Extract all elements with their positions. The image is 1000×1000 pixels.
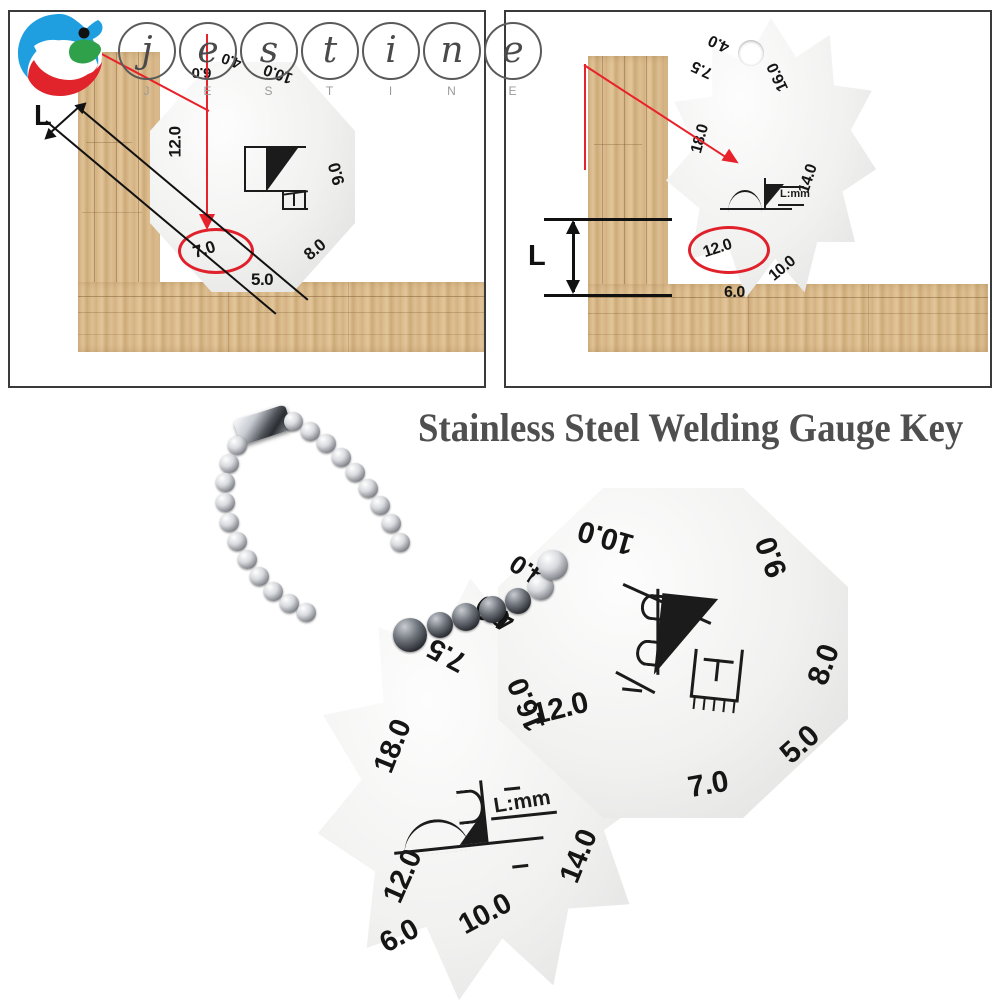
octagonal-welding-gauge: [498, 488, 848, 818]
fillet-weld-symbol: [238, 144, 322, 218]
chain-bead: [301, 422, 320, 441]
dimension-label-L: L: [528, 240, 546, 272]
chain-bead: [332, 448, 351, 467]
gauge-reading: 12.0: [165, 126, 185, 158]
chain-bead: [382, 514, 401, 533]
dimension-line-bottom: [544, 294, 672, 297]
chain-bead: [228, 532, 247, 551]
chain-bead: [216, 493, 235, 512]
chain-bead: [359, 479, 378, 498]
chain-bead: [346, 463, 365, 482]
highlight-circle: [688, 226, 770, 274]
chain-bead: [427, 612, 453, 638]
gauge-reading: 6.0: [724, 284, 745, 301]
chain-bead: [220, 454, 239, 473]
chain-bead: [505, 588, 531, 614]
concave-weld-symbol: L:mm: [720, 174, 812, 230]
chain-bead: [264, 582, 283, 601]
chain-bead: [280, 594, 299, 613]
hero-product-photo: 10.0 9.0 8.0 5.0 7.0 12.0 4.0 6.0: [180, 400, 880, 1000]
weld-symbol-label: L:mm: [780, 188, 810, 200]
gauge-reading: 7.5: [689, 57, 716, 82]
chain-bead: [538, 550, 568, 580]
fillet-weld-symbol: [605, 579, 769, 734]
gauge-reading: 5.0: [251, 270, 274, 289]
gauge-reading: 7.0: [685, 764, 731, 805]
chain-bead: [317, 434, 336, 453]
demo-panel-left: 12.0 6.0 4.0 10.0 9.0 8.0 5.0 7.0: [8, 10, 486, 388]
chain-bead: [220, 513, 239, 532]
chain-bead: [250, 567, 269, 586]
wood-beam-horizontal: [78, 282, 484, 352]
gauge-hole: [738, 40, 764, 66]
chain-bead: [393, 618, 427, 652]
chain-bead: [479, 596, 506, 623]
chain-bead: [228, 436, 247, 455]
dimension-label-L: L: [34, 100, 52, 132]
dimension-arrowhead-up: [566, 220, 580, 234]
highlight-circle: [178, 228, 254, 274]
chain-bead: [216, 473, 235, 492]
chain-bead: [238, 550, 257, 569]
demo-panel-right: 4.0 7.5 16.0 18.0 14.0 12.0 10.0 6.0 L:m…: [504, 10, 992, 388]
gauge-reading: 6.0: [192, 64, 212, 81]
chain-bead: [371, 496, 390, 515]
chain-bead: [452, 603, 480, 631]
annotation-line-vertical: [584, 64, 586, 170]
gauge-reading: 4.0: [706, 31, 733, 56]
fish-apple-logo: [18, 12, 103, 96]
dimension-line-top: [544, 218, 672, 221]
chain-bead: [391, 533, 410, 552]
annotation-line-vertical: [206, 34, 208, 219]
dimension-arrowhead-down: [566, 280, 580, 294]
concave-fillet-weld-symbol: L:mm: [387, 762, 587, 891]
chain-bead: [297, 603, 316, 622]
chain-bead: [284, 412, 303, 431]
page-title: Stainless Steel Welding Gauge Key: [418, 405, 964, 450]
dimension-line-vertical: [572, 222, 575, 292]
